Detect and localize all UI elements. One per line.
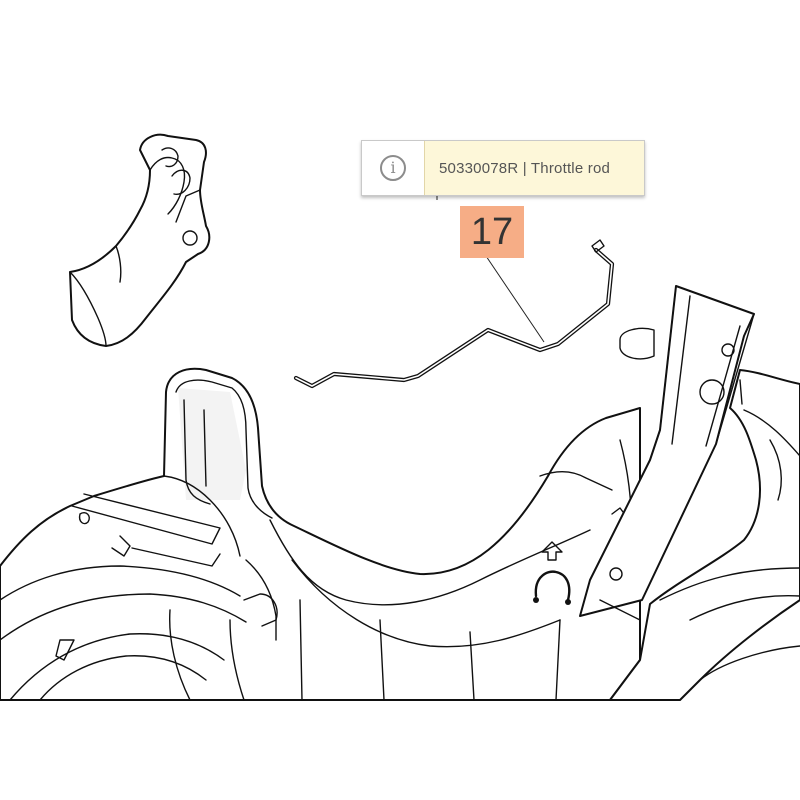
throttle-rod[interactable] bbox=[293, 239, 615, 389]
callout-leader-line bbox=[485, 255, 545, 343]
shaft-tube[interactable] bbox=[579, 285, 755, 701]
right-housing[interactable] bbox=[609, 369, 800, 701]
part-callout-17[interactable]: 17 bbox=[460, 206, 524, 258]
tooltip-text: 50330078R | Throttle rod bbox=[425, 141, 644, 195]
handle-frame[interactable] bbox=[0, 367, 641, 701]
throttle-trigger[interactable] bbox=[69, 133, 211, 347]
info-icon-cell: i bbox=[362, 141, 425, 195]
part-tooltip: i 50330078R | Throttle rod bbox=[361, 140, 645, 196]
info-icon: i bbox=[380, 155, 406, 181]
